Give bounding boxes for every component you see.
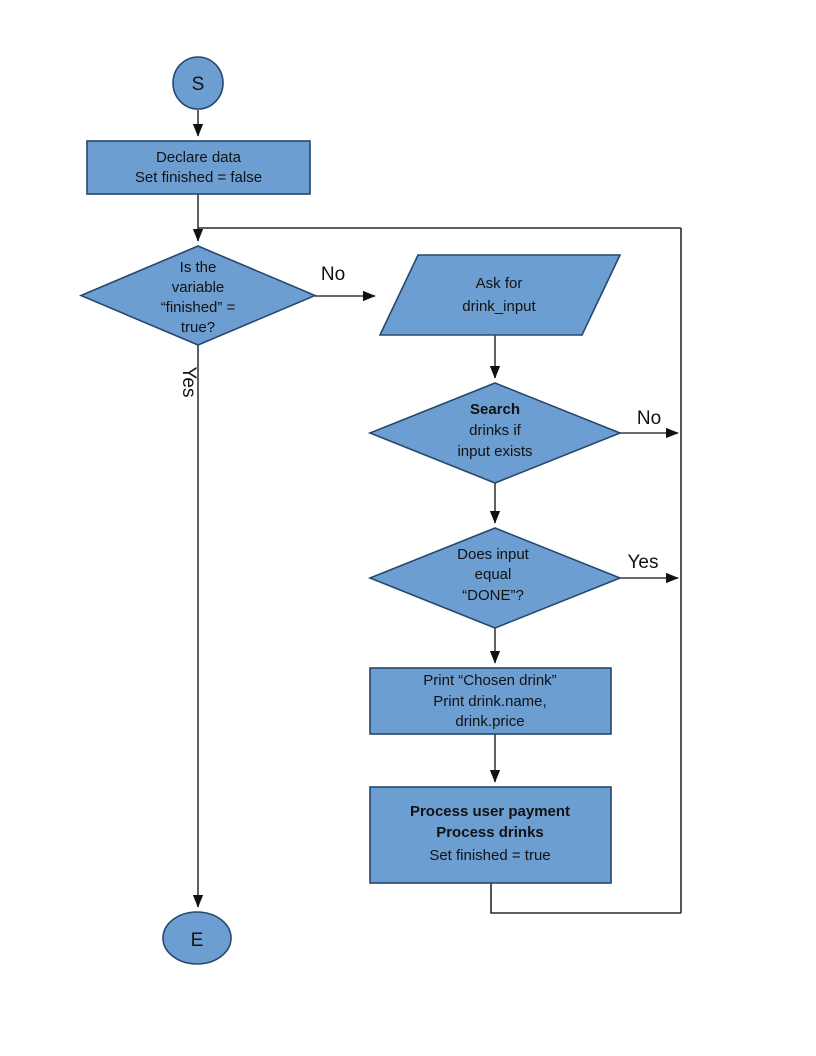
start-label: S — [192, 74, 205, 95]
edge-label-check-finished-no: No — [321, 264, 345, 285]
process-payment-line-1: Process user payment — [410, 803, 570, 820]
node-end[interactable]: E — [162, 911, 232, 965]
declare-line-1: Declare data — [156, 149, 242, 166]
edge-process-to-loop-bottom — [490, 883, 681, 914]
node-ask-input[interactable]: Ask for drink_input — [378, 254, 622, 336]
check-finished-line-2: variable — [172, 279, 225, 296]
print-drink-line-2: Print drink.name, — [433, 693, 546, 710]
check-done-line-1: Does input — [457, 546, 530, 563]
start-ellipse-shape — [172, 56, 224, 110]
search-drinks-diamond-shape — [367, 382, 623, 484]
node-start[interactable]: S — [172, 56, 224, 110]
end-label: E — [191, 930, 204, 951]
process-payment-line-2: Process drinks — [436, 824, 544, 841]
node-check-finished[interactable]: Is the variable “finished” = true? — [78, 245, 318, 346]
end-ellipse-shape — [162, 911, 232, 965]
edge-label-check-finished-yes: Yes — [178, 367, 199, 398]
declare-line-2: Set finished = false — [135, 169, 262, 186]
process-payment-line-3: Set finished = true — [429, 847, 550, 864]
print-drink-line-3: drink.price — [455, 713, 524, 730]
ask-input-parallelogram-shape — [378, 254, 622, 336]
print-drink-line-1: Print “Chosen drink” — [423, 672, 556, 689]
check-done-diamond-shape — [367, 527, 623, 629]
check-finished-line-3: “finished” = — [161, 299, 236, 316]
check-done-line-2: equal — [475, 566, 512, 583]
process-payment-rect-shape — [369, 786, 612, 884]
node-search-drinks[interactable]: Search drinks if input exists — [367, 382, 623, 484]
check-finished-diamond-shape — [78, 245, 318, 346]
node-declare-data[interactable]: Declare data Set finished = false — [86, 140, 311, 195]
print-drink-rect-shape — [369, 667, 612, 735]
edge-label-search-no: No — [637, 408, 661, 429]
check-finished-line-1: Is the — [180, 259, 217, 276]
search-drinks-line-3: input exists — [457, 443, 532, 460]
search-drinks-line-2: drinks if — [469, 422, 522, 439]
ask-input-line-1: Ask for — [476, 275, 523, 292]
node-check-done[interactable]: Does input equal “DONE”? — [367, 527, 623, 629]
check-done-line-3: “DONE”? — [462, 587, 524, 604]
node-process-payment[interactable]: Process user payment Process drinks Set … — [369, 786, 612, 884]
edge-label-check-done-yes: Yes — [628, 552, 659, 573]
declare-rect-shape — [86, 140, 311, 195]
search-drinks-line-1: Search — [470, 401, 520, 418]
check-finished-line-4: true? — [181, 319, 215, 336]
ask-input-line-2: drink_input — [462, 298, 536, 315]
node-print-drink[interactable]: Print “Chosen drink” Print drink.name, d… — [369, 667, 612, 735]
